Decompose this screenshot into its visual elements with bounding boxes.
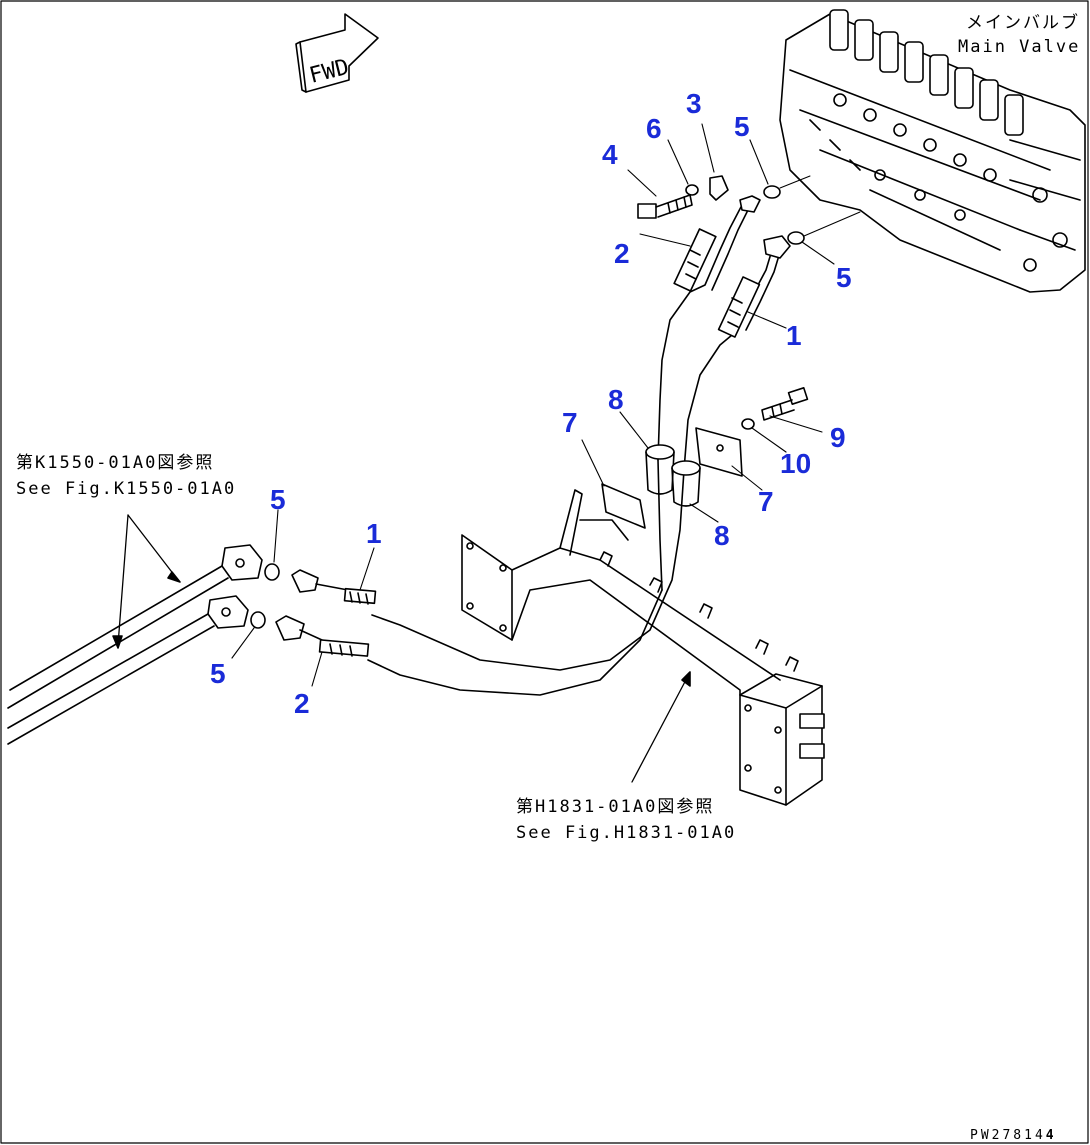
sheet-code-prefix: PW27814 <box>970 1128 1046 1143</box>
ref-arrow-1 <box>127 514 179 581</box>
washer-icon <box>685 184 699 196</box>
main-valve-label-en: Main Valve <box>958 37 1081 57</box>
hose-fitting-2 <box>275 615 370 657</box>
fwd-arrow-icon: FWD <box>295 13 379 93</box>
pipe-assembly-left <box>7 544 263 745</box>
reference-h1831-jp: 第H1831-01A0図参照 <box>516 797 715 817</box>
callout-6: 6 <box>646 113 662 144</box>
callout-8-bottom: 8 <box>714 520 730 551</box>
hose-fitting-1 <box>291 569 377 605</box>
o-ring-lower <box>787 231 805 245</box>
callout-5-top: 5 <box>734 111 750 142</box>
sheet-code: PW278144 <box>970 1128 1057 1143</box>
clamp-bracket-icon <box>601 427 743 529</box>
bolt-icon <box>637 194 693 219</box>
callout-5-left-top: 5 <box>270 484 286 515</box>
reference-h1831-en: See Fig.H1831-01A0 <box>516 823 737 843</box>
frame-bracket <box>461 489 825 806</box>
callout-9: 9 <box>830 422 846 453</box>
bolt-9-icon <box>761 387 809 421</box>
hose-front <box>367 589 663 696</box>
washer-10-icon <box>741 418 755 430</box>
clamp-icon <box>645 444 701 507</box>
callout-3: 3 <box>686 88 702 119</box>
o-ring-left-lower <box>250 611 266 629</box>
main-valve-icon <box>779 9 1086 293</box>
callout-5-left-bottom: 5 <box>210 658 226 689</box>
callout-5-right: 5 <box>836 262 852 293</box>
hose-upper <box>657 195 761 591</box>
o-ring-left-upper <box>264 563 280 581</box>
reference-k1550-jp: 第K1550-01A0図参照 <box>16 453 215 473</box>
callout-1-bottom: 1 <box>366 518 382 549</box>
main-valve-label-jp: メインバルブ <box>966 13 1080 33</box>
callout-4: 4 <box>602 139 618 170</box>
callout-1-top: 1 <box>786 320 802 351</box>
leader-lines <box>231 123 835 687</box>
callout-10: 10 <box>780 448 812 479</box>
callout-7-right: 7 <box>758 486 774 517</box>
hose-lower <box>371 235 791 671</box>
callout-7-left: 7 <box>562 407 578 438</box>
ref-arrow-3 <box>631 675 689 783</box>
sheet-code-suffix: 4 <box>1045 1128 1057 1143</box>
half-flange-icon <box>709 175 729 201</box>
ref-arrow-2 <box>117 514 129 646</box>
callout-2-top: 2 <box>614 238 630 269</box>
o-ring-upper <box>763 185 781 199</box>
reference-k1550-en: See Fig.K1550-01A0 <box>16 479 237 499</box>
callout-2-bottom: 2 <box>294 688 310 719</box>
callout-8-top: 8 <box>608 384 624 415</box>
